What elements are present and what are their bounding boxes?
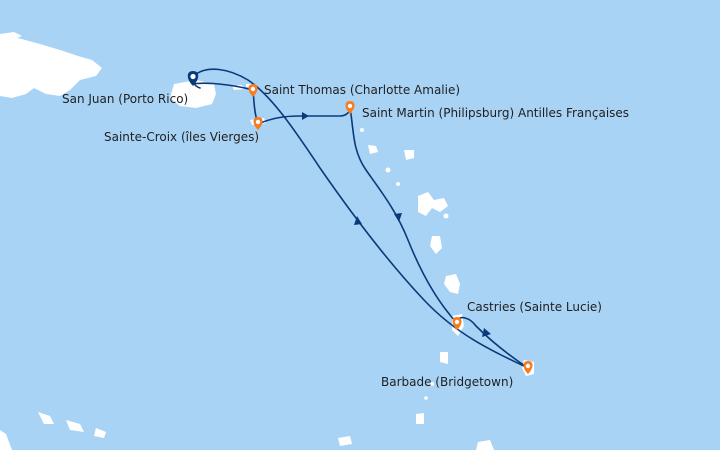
port-label-saint-martin[interactable]: Saint Martin (Philipsburg) Antilles Fran… [362,106,630,120]
grenadines-island [424,396,428,400]
margarita-island [338,436,352,446]
arrow-down-right-icon [482,328,491,337]
puerto-rico-island [170,80,216,108]
bonaire-island [94,428,106,438]
stop-pin-center [255,119,261,125]
route-leg-san-juan-to-saint-thomas [192,82,254,91]
port-markers [187,71,533,374]
port-label-barbade[interactable]: Barbade (Bridgetown) [381,375,514,389]
home-port-marker-san-juan[interactable] [187,71,199,86]
trinidad-tip [476,440,494,450]
port-label-saint-thomas[interactable]: Saint Thomas (Charlotte Amalie) [264,83,461,97]
montserrat-island [396,182,400,186]
dominica-island [430,236,442,254]
route-direction-arrows [302,112,491,337]
st-barth-island [360,128,364,132]
port-label-castries[interactable]: Castries (Sainte Lucie) [467,300,602,314]
grenada-island [416,413,424,424]
martinique-island [444,274,460,294]
venezuela-coast [0,430,12,450]
stop-marker-sainte-croix[interactable] [253,117,263,130]
stop-marker-saint-martin[interactable] [345,101,355,114]
st-vincent-island [440,352,448,364]
hispaniola-north-coast [0,32,22,40]
aruba-island [38,412,54,424]
route-leg-saint-martin-to-castries [349,107,457,323]
stop-marker-saint-thomas[interactable] [248,84,258,97]
arrow-up-icon [354,216,362,225]
guadeloupe-island [418,192,448,216]
barbuda-island [368,145,378,154]
stop-pin-center [250,86,256,92]
curacao-island [66,420,84,432]
arrow-down-icon [394,213,402,222]
hispaniola-island [0,38,102,98]
home-port-pin-center [190,73,196,80]
marie-galante-island [443,213,449,219]
route-leg-castries-to-barbade [455,316,529,369]
stop-pin-center [454,319,460,325]
stop-marker-castries[interactable] [452,317,462,330]
bequia-island [430,382,434,386]
stop-pin-center [347,103,353,109]
antigua-island [404,150,414,160]
stop-marker-barbade[interactable] [523,361,533,374]
port-label-sainte-croix[interactable]: Sainte-Croix (îles Vierges) [104,130,260,144]
arrow-right-icon [302,112,309,120]
port-label-san-juan[interactable]: San Juan (Porto Rico) [62,92,189,106]
stop-pin-center [525,363,531,369]
nevis-island [385,167,391,173]
